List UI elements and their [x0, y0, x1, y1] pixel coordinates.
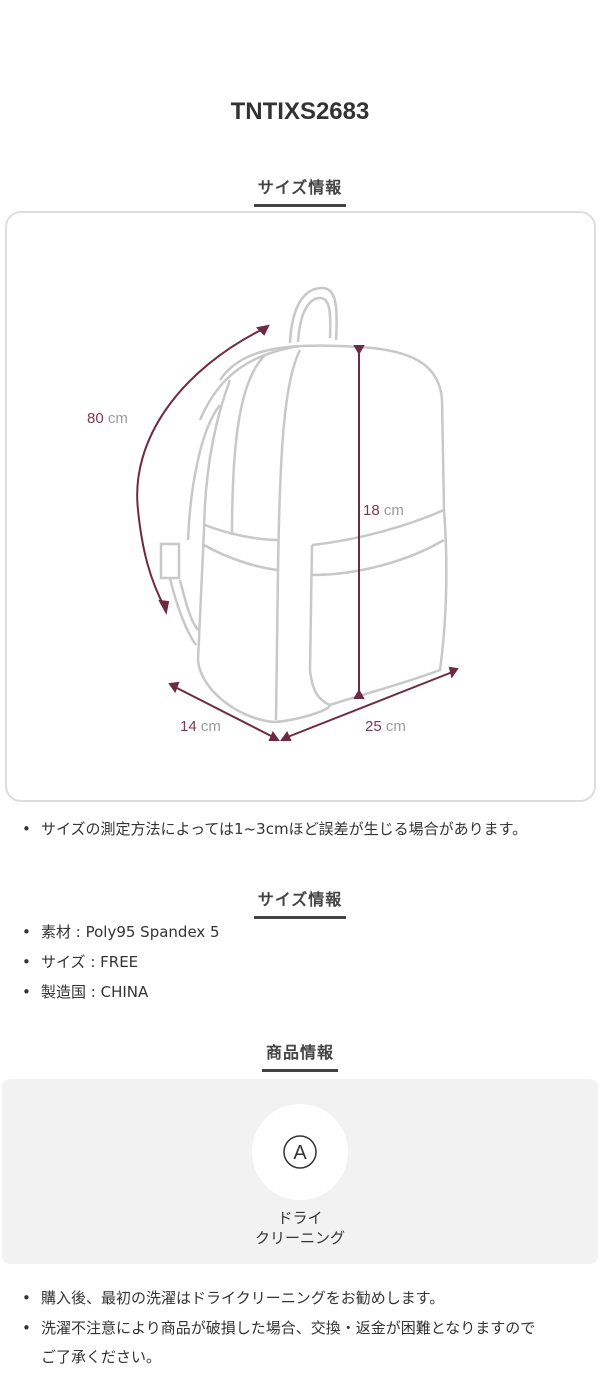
spec-size: サイズ : FREE	[22, 952, 138, 972]
backpack-diagram	[136, 286, 459, 741]
size-info-heading: サイズ情報	[0, 174, 600, 207]
care-note-2: 洗濯不注意により商品が破損した場合、交換・返金が困難となりますので	[22, 1318, 535, 1338]
height-measurement: 18 cm	[363, 502, 404, 519]
measurement-lines	[136, 324, 459, 741]
care-icon-circle: A	[252, 1104, 348, 1200]
size-diagram-box	[5, 211, 596, 802]
spec-origin: 製造国 : CHINA	[22, 982, 148, 1002]
product-code: TNTIXS2683	[230, 98, 370, 125]
strap-measurement: 80 cm	[87, 410, 128, 427]
spec-material: 素材 : Poly95 Spandex 5	[22, 922, 220, 942]
backpack-outline-icon	[159, 286, 448, 724]
product-info-heading: 商品情報	[0, 1039, 600, 1072]
size-note: サイズの測定方法によっては1~3cmほど誤差が生じる場合があります。	[22, 819, 527, 839]
width-measurement: 25 cm	[365, 718, 406, 735]
care-note-2-cont: ご了承ください。	[41, 1348, 162, 1366]
heading-text: サイズ情報	[253, 174, 347, 207]
heading-text: サイズ情報	[253, 886, 347, 919]
heading-text: 商品情報	[261, 1039, 338, 1072]
svg-text:A: A	[293, 1142, 307, 1164]
care-label-line1: ドライ	[277, 1209, 323, 1227]
dry-clean-icon: A	[283, 1135, 317, 1169]
spec-heading: サイズ情報	[0, 886, 600, 919]
care-note-1: 購入後、最初の洗濯はドライクリーニングをお勧めします。	[22, 1288, 444, 1308]
depth-measurement: 14 cm	[180, 718, 221, 735]
care-label-line2: クリーニング	[254, 1229, 345, 1247]
